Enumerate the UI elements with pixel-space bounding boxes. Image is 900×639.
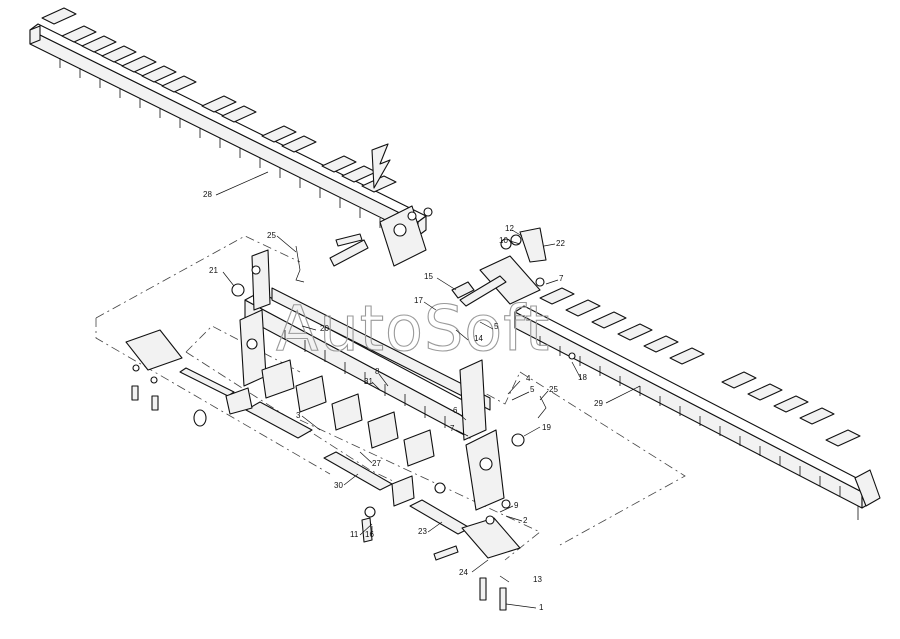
- upper-finger-bar: [29, 7, 427, 238]
- assembly-guide-lines: [95, 235, 686, 561]
- right-finger-bar: [514, 287, 881, 520]
- callout-labels: 1 2 3 4 5 5 6 7 7 8 9 10 11 12 13 14 15 …: [203, 190, 603, 612]
- callout-7: 7: [559, 274, 564, 283]
- springs: [295, 245, 547, 419]
- callout-3: 3: [296, 411, 301, 420]
- callout-18: 18: [578, 373, 587, 382]
- central-frame: [239, 249, 505, 511]
- callout-22: 22: [556, 239, 565, 248]
- callout-24: 24: [459, 568, 468, 577]
- callout-5: 5: [530, 385, 535, 394]
- callout-10: 10: [499, 236, 508, 245]
- callout-29: 29: [594, 399, 603, 408]
- callout-19: 19: [542, 423, 551, 432]
- callout-6: 6: [453, 406, 458, 415]
- right-bracket: [459, 227, 547, 307]
- callout-15: 15: [424, 272, 433, 281]
- callout-30: 30: [334, 481, 343, 490]
- left-knife-holder: [125, 329, 183, 411]
- callout-leaders: [215, 171, 641, 609]
- callout-14: 14: [474, 334, 483, 343]
- callout-31: 31: [364, 377, 373, 386]
- callout-9: 9: [514, 501, 519, 510]
- callout-25: 25: [267, 231, 276, 240]
- callout-8: 8: [375, 367, 380, 376]
- callout-1: 1: [539, 603, 544, 612]
- callout-16: 16: [365, 530, 374, 539]
- callout-23: 23: [418, 527, 427, 536]
- callout-20: 20: [320, 324, 329, 333]
- callout-27: 27: [372, 459, 381, 468]
- callout-13: 13: [533, 575, 542, 584]
- watermark: AutoSoft: [276, 292, 550, 365]
- callout-28: 28: [203, 190, 212, 199]
- callout-12: 12: [505, 224, 514, 233]
- callout-5b: 5: [494, 322, 499, 331]
- callout-7b: 7: [450, 424, 455, 433]
- callout-21: 21: [209, 266, 218, 275]
- callout-4: 4: [526, 374, 531, 383]
- callout-17: 17: [414, 296, 423, 305]
- callout-11: 11: [350, 530, 359, 539]
- shafts: [179, 281, 576, 611]
- upper-hinge: [329, 143, 433, 267]
- callout-25b: 25: [549, 385, 558, 394]
- callout-2: 2: [523, 516, 528, 525]
